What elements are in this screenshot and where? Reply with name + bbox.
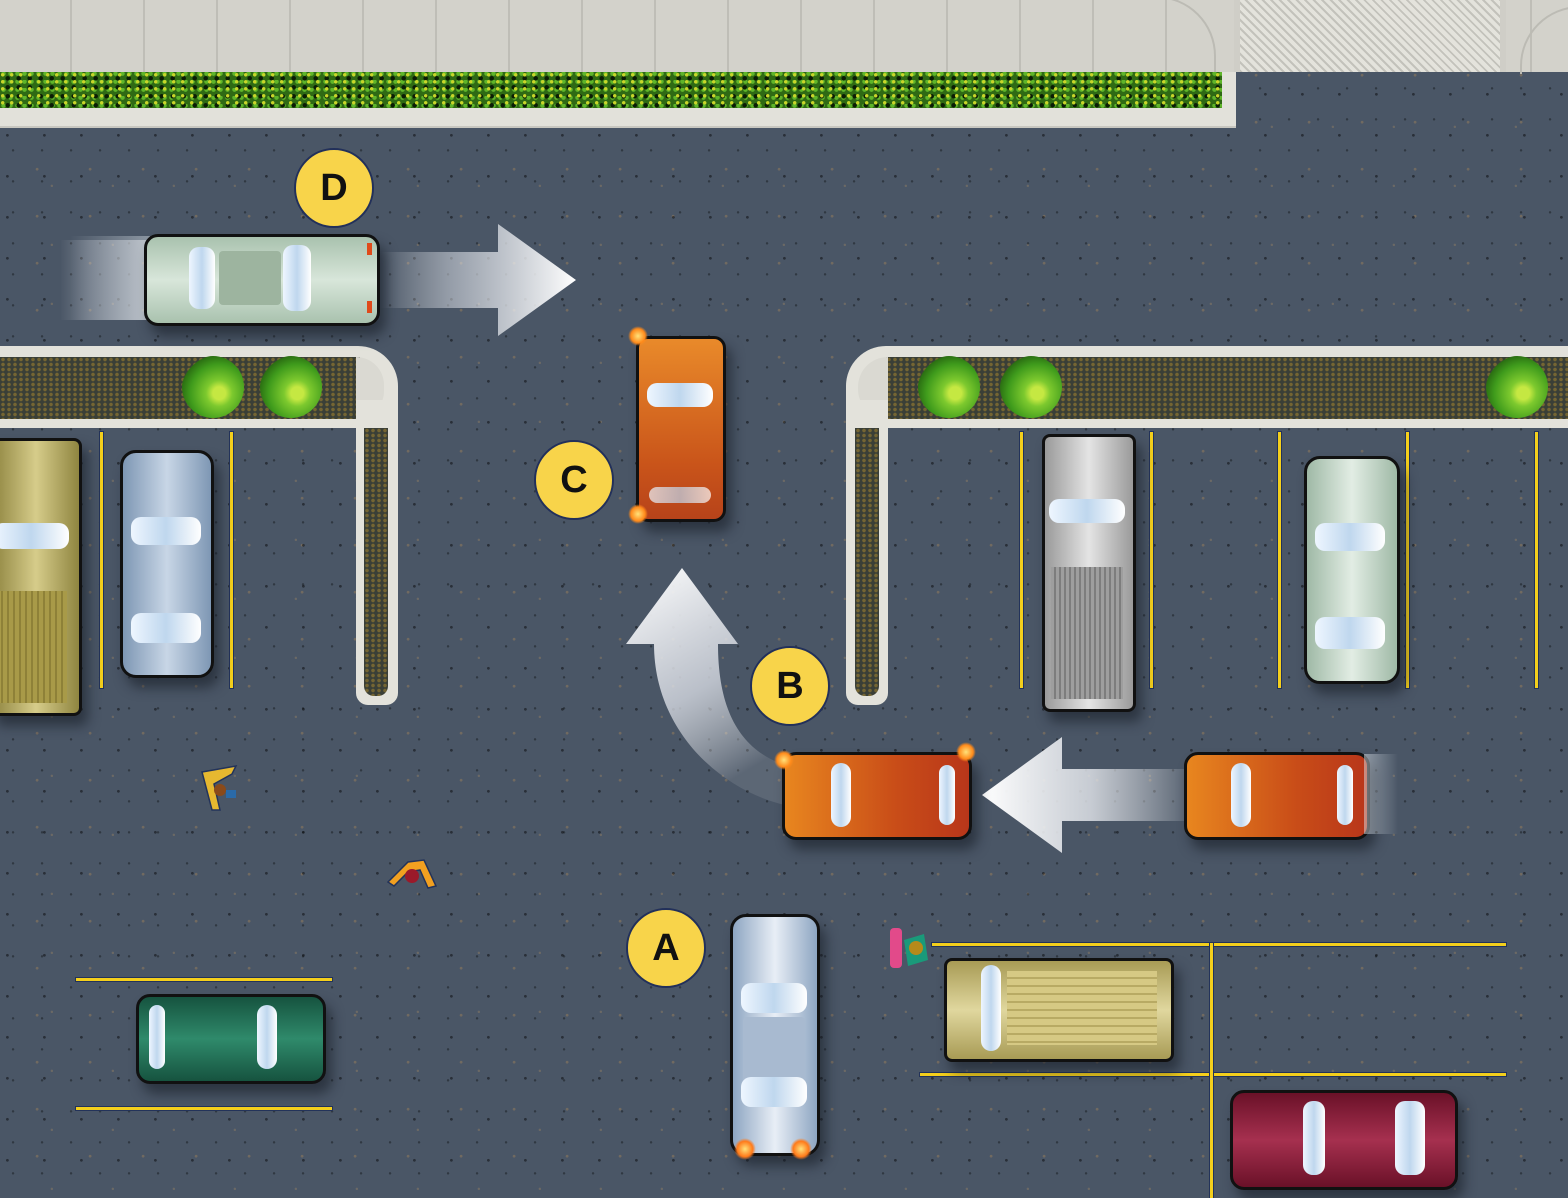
tree-icon (1000, 356, 1062, 418)
parked-sedan-maroon (1230, 1090, 1458, 1190)
grass-strip (0, 72, 1222, 110)
tree-icon (1486, 356, 1548, 418)
rear-window (1337, 765, 1353, 825)
reverse-light-icon (734, 1138, 756, 1160)
label-d-badge: D (294, 148, 374, 228)
label-c-badge: C (534, 440, 614, 520)
label-d: D (320, 166, 348, 209)
headlight (367, 243, 372, 255)
windshield (0, 523, 69, 549)
reverse-light-icon (790, 1138, 812, 1160)
windshield (283, 245, 311, 311)
arrow-right-icon (60, 224, 576, 336)
windshield (1049, 499, 1125, 523)
vehicle-d (144, 234, 380, 326)
motion-blur (1364, 754, 1398, 834)
windshield (831, 763, 851, 827)
curb (0, 108, 1236, 128)
roof (219, 251, 281, 305)
tree-icon (918, 356, 980, 418)
rear-window (649, 487, 711, 503)
rear-window (1315, 617, 1385, 649)
parked-sedan-mint (1304, 456, 1400, 684)
right-island-bed (886, 357, 1568, 419)
parked-pickup-silver (1042, 434, 1136, 712)
pedestrian-with-stroller-icon (890, 928, 928, 968)
windshield (741, 983, 807, 1013)
windshield (1395, 1101, 1425, 1175)
label-a: A (652, 926, 680, 969)
parked-pickup-gold (0, 438, 82, 716)
windshield (1231, 763, 1251, 827)
rear-window (741, 1077, 807, 1107)
vehicle-b-previous (1184, 752, 1370, 840)
parking-line (920, 1073, 1506, 1076)
parking-line (76, 978, 332, 981)
hazard-light-icon (628, 326, 648, 346)
parked-sedan-blue (120, 450, 214, 678)
motion-blur (70, 236, 150, 320)
parking-line (1150, 432, 1153, 688)
rear-window (189, 247, 215, 309)
windshield (981, 965, 1001, 1051)
crosswalk (1234, 0, 1506, 72)
left-island-stem-bed (364, 428, 388, 696)
hazard-light-icon (628, 504, 648, 524)
windshield (647, 383, 713, 407)
parking-line (1278, 432, 1281, 688)
windshield (257, 1005, 277, 1069)
rear-window (149, 1005, 165, 1069)
tree-icon (260, 356, 322, 418)
parking-line (932, 943, 1506, 946)
parking-line (100, 432, 103, 688)
label-a-badge: A (626, 908, 706, 988)
roof (743, 1017, 805, 1087)
rear-window (1303, 1101, 1325, 1175)
parking-line (1535, 432, 1538, 688)
parking-line (76, 1107, 332, 1110)
parking-line (1210, 943, 1213, 1198)
vehicle-a (730, 914, 820, 1156)
parking-line (1406, 432, 1409, 688)
parking-line (230, 432, 233, 688)
parked-wagon-gold (944, 958, 1174, 1062)
label-b: B (776, 664, 804, 707)
curb-corner (1222, 72, 1236, 126)
parking-line (1020, 432, 1023, 688)
pedestrian-icon (386, 859, 438, 889)
roof-rack (1007, 971, 1157, 1045)
windshield (131, 517, 201, 545)
parked-mini-green (136, 994, 326, 1084)
windshield (1315, 523, 1385, 551)
hazard-light-icon (956, 742, 976, 762)
hazard-light-icon (774, 750, 794, 770)
truck-bed (0, 591, 67, 703)
headlight (367, 301, 372, 313)
label-b-badge: B (750, 646, 830, 726)
vehicle-b (782, 752, 972, 840)
pedestrian-icon (201, 765, 238, 811)
right-island-stem-bed (855, 428, 879, 696)
tree-icon (182, 356, 244, 418)
truck-bed (1051, 567, 1123, 699)
arrow-left-icon (982, 737, 1200, 853)
rear-window (131, 613, 201, 643)
label-c: C (560, 458, 588, 501)
rear-window (939, 765, 955, 825)
vehicle-c (636, 336, 726, 522)
arrow-curved-up-icon (626, 568, 785, 805)
